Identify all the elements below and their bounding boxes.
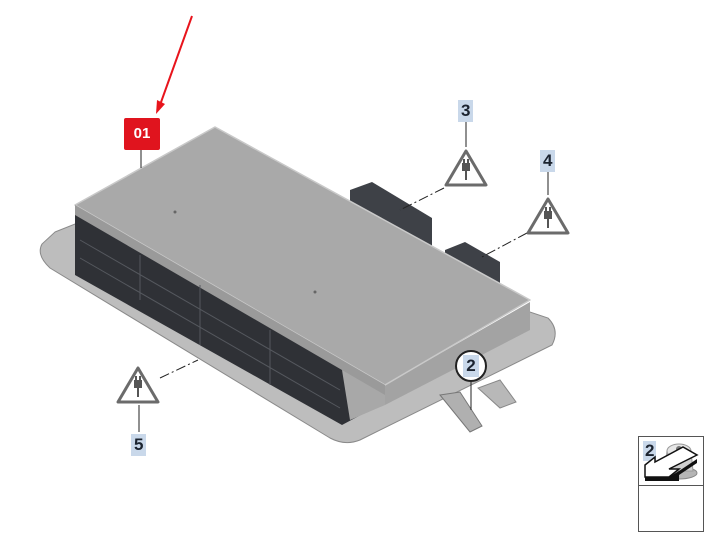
connector-warning-icon-5 (116, 366, 160, 404)
main-part-label[interactable]: 01 (124, 118, 160, 150)
callout-3[interactable]: 3 (458, 100, 474, 122)
callout-4[interactable]: 4 (540, 150, 556, 172)
connector-warning-icon-3 (444, 149, 488, 187)
red-pointer-arrow (156, 15, 193, 114)
callout-2[interactable]: 2 (455, 350, 487, 382)
tightening-direction-arrow-icon (644, 446, 699, 481)
connector-warning-icon-4 (526, 197, 570, 235)
callout-5[interactable]: 5 (131, 434, 147, 456)
leader-lines (138, 122, 549, 432)
legend-part-number: 2 (643, 441, 657, 461)
callout-2-label: 2 (463, 355, 479, 377)
legend-box: 2 (638, 436, 704, 532)
control-module (74, 126, 531, 425)
